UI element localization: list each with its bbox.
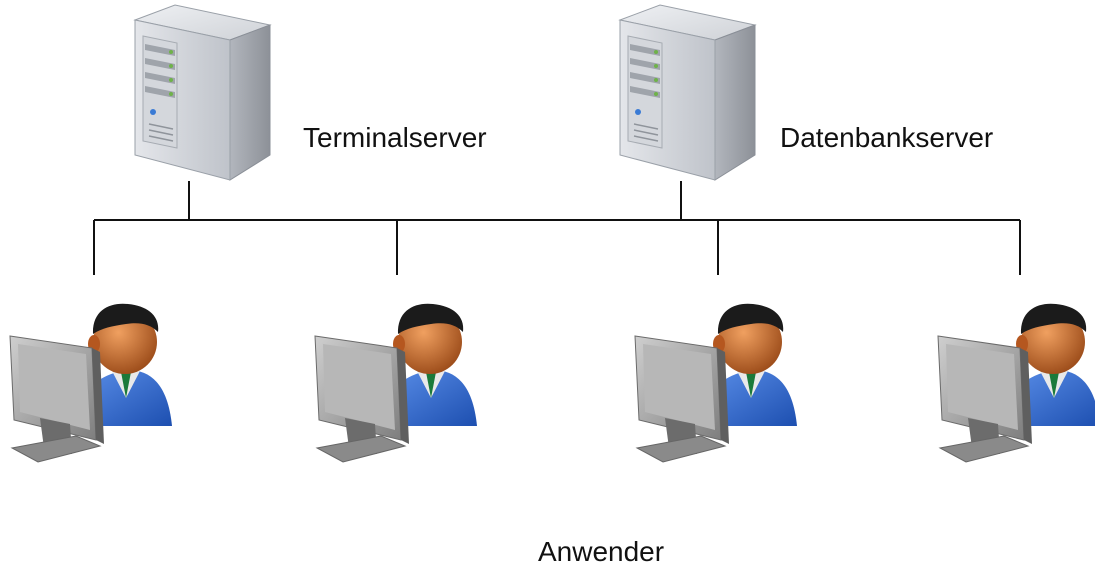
terminal-server-label: Terminalserver bbox=[303, 122, 487, 153]
user-computer-icon bbox=[9, 303, 173, 463]
users-label: Anwender bbox=[538, 536, 665, 567]
network-lines bbox=[93, 181, 1021, 275]
user-computer-icon bbox=[634, 303, 798, 463]
database-server-label: Datenbankserver bbox=[780, 122, 994, 153]
database-server-icon bbox=[619, 4, 756, 181]
user-computer-icon bbox=[937, 303, 1095, 463]
user-computer-icon bbox=[314, 303, 478, 463]
terminal-server-icon bbox=[134, 4, 271, 181]
